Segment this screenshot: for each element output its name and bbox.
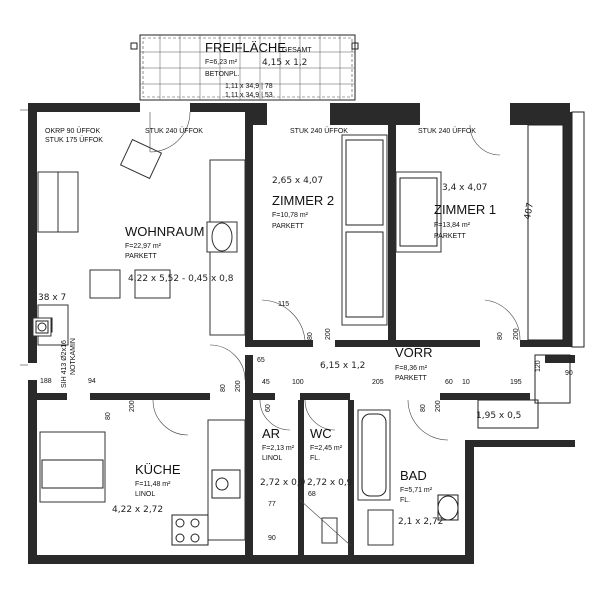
dim-200b: 200 [235,380,242,392]
kitchen-dims: 4,22 x 2,72 [112,505,163,515]
dim-195: 195 [510,379,522,386]
note-stuk175: STUK 175 ÜFFOK [45,136,103,144]
terrace-dims: 4,15 x 1,2 [262,58,307,68]
kitchen-area: F=11,48 m² [135,481,171,488]
room2-dims: 2,65 x 4,07 [272,176,323,186]
dim-120: 120 [535,360,542,372]
room1-floor: PARKETT [434,233,466,240]
room2-floor: PARKETT [272,223,304,230]
chimney-label: SIH 413 Ø2x16 [61,340,68,388]
room1-area: F=13,84 m² [434,222,471,229]
storage-name: AR [262,426,280,441]
room2-furniture [261,134,388,341]
hall-area: F=8,36 m² [395,365,428,372]
interior-walls [37,112,563,555]
dim-407: 407 [523,202,536,221]
dim-200a: 200 [129,400,136,412]
kitchen-name: KÜCHE [135,462,181,477]
living-dims: 4,22 x 5,52 - 0,45 x 0,8 [128,274,234,284]
living-area: F=22,97 m² [125,243,162,250]
kitchen-floor: LINOL [135,491,155,498]
opening-dims: 1,95 x 0,5 [476,411,521,421]
note-okrp: OKRP 90 ÜFFOK [45,127,100,135]
storage-dims: 2,72 x 0,9 [260,478,306,488]
wc-area: F=2,45 m² [310,445,343,452]
dim-60: 60 [445,379,453,386]
dim-80a: 80 [105,412,112,420]
room1-name: ZIMMER 1 [434,202,496,217]
terrace-area-label: F=6,23 m² [205,59,238,66]
dim-80d: 80 [497,332,504,340]
bath-name: BAD [400,468,427,483]
bath-dims: 2,1 x 2,72 [398,517,443,527]
bath-furniture [357,399,459,546]
hall-dims: 6,15 x 1,2 [320,361,365,371]
dim-80e: 80 [420,404,427,412]
terrace-area [130,34,359,101]
dim-90: 90 [565,370,573,377]
dim-80b: 80 [220,384,227,392]
hall-name: VORR [395,345,433,360]
living-name: WOHNRAUM [125,224,204,239]
storage-floor: LINOL [262,455,282,462]
dim-205: 205 [372,379,384,386]
hall-floor: PARKETT [395,375,427,382]
dim-100: 100 [292,379,304,386]
terrace-note-2: 1,11 x 34,9 | 53 [225,92,273,99]
room1-furniture [395,124,564,341]
dim-65: 65 [257,357,265,364]
dim-60b: 60 [265,404,272,412]
dim-188: 188 [40,378,52,385]
dim-200e: 200 [435,400,442,412]
note-stuk240-room2: STUK 240 ÜFFOK [290,127,348,135]
dim-77: 77 [268,501,276,508]
dim-10: 10 [462,379,470,386]
room2-name: ZIMMER 2 [272,193,334,208]
dim-68: 68 [308,491,316,498]
dim-200d: 200 [513,328,520,340]
dim-90b: 90 [268,535,276,542]
wc-dims: 2,72 x 0,9 [307,478,353,488]
dim-200c: 200 [325,328,332,340]
note-stuk240-living: STUK 240 ÜFFOK [145,127,203,135]
terrace-suffix: GESAMT [282,47,312,54]
room2-area: F=10,78 m² [272,212,309,219]
living-floor: PARKETT [125,253,157,260]
wc-name: WC [310,426,332,441]
living-furniture [37,138,246,346]
wc-floor: FL. [310,455,320,462]
outer-walls [28,103,585,564]
dim-45: 45 [262,379,270,386]
note-stuk240-room1: STUK 240 ÜFFOK [418,127,476,135]
room1-dims: 3,4 x 4,07 [442,183,487,193]
terrace-name: FREIFLÄCHE [205,40,286,55]
chimney-dim: 38 x 7 [38,293,66,303]
terrace-note-1: 1,11 x 34,9 | 78 [225,83,273,90]
bath-area: F=5,71 m² [400,487,433,494]
terrace-floor: BETONPL. [205,71,240,78]
dim-94: 94 [88,378,96,385]
bath-floor: FL. [400,497,410,504]
storage-area: F=2,13 m² [262,445,295,452]
notkamin-label: NOTKAMIN [70,338,77,375]
dim-80c: 80 [307,332,314,340]
dim-115: 115 [278,301,289,308]
kitchen-furniture [39,399,246,546]
